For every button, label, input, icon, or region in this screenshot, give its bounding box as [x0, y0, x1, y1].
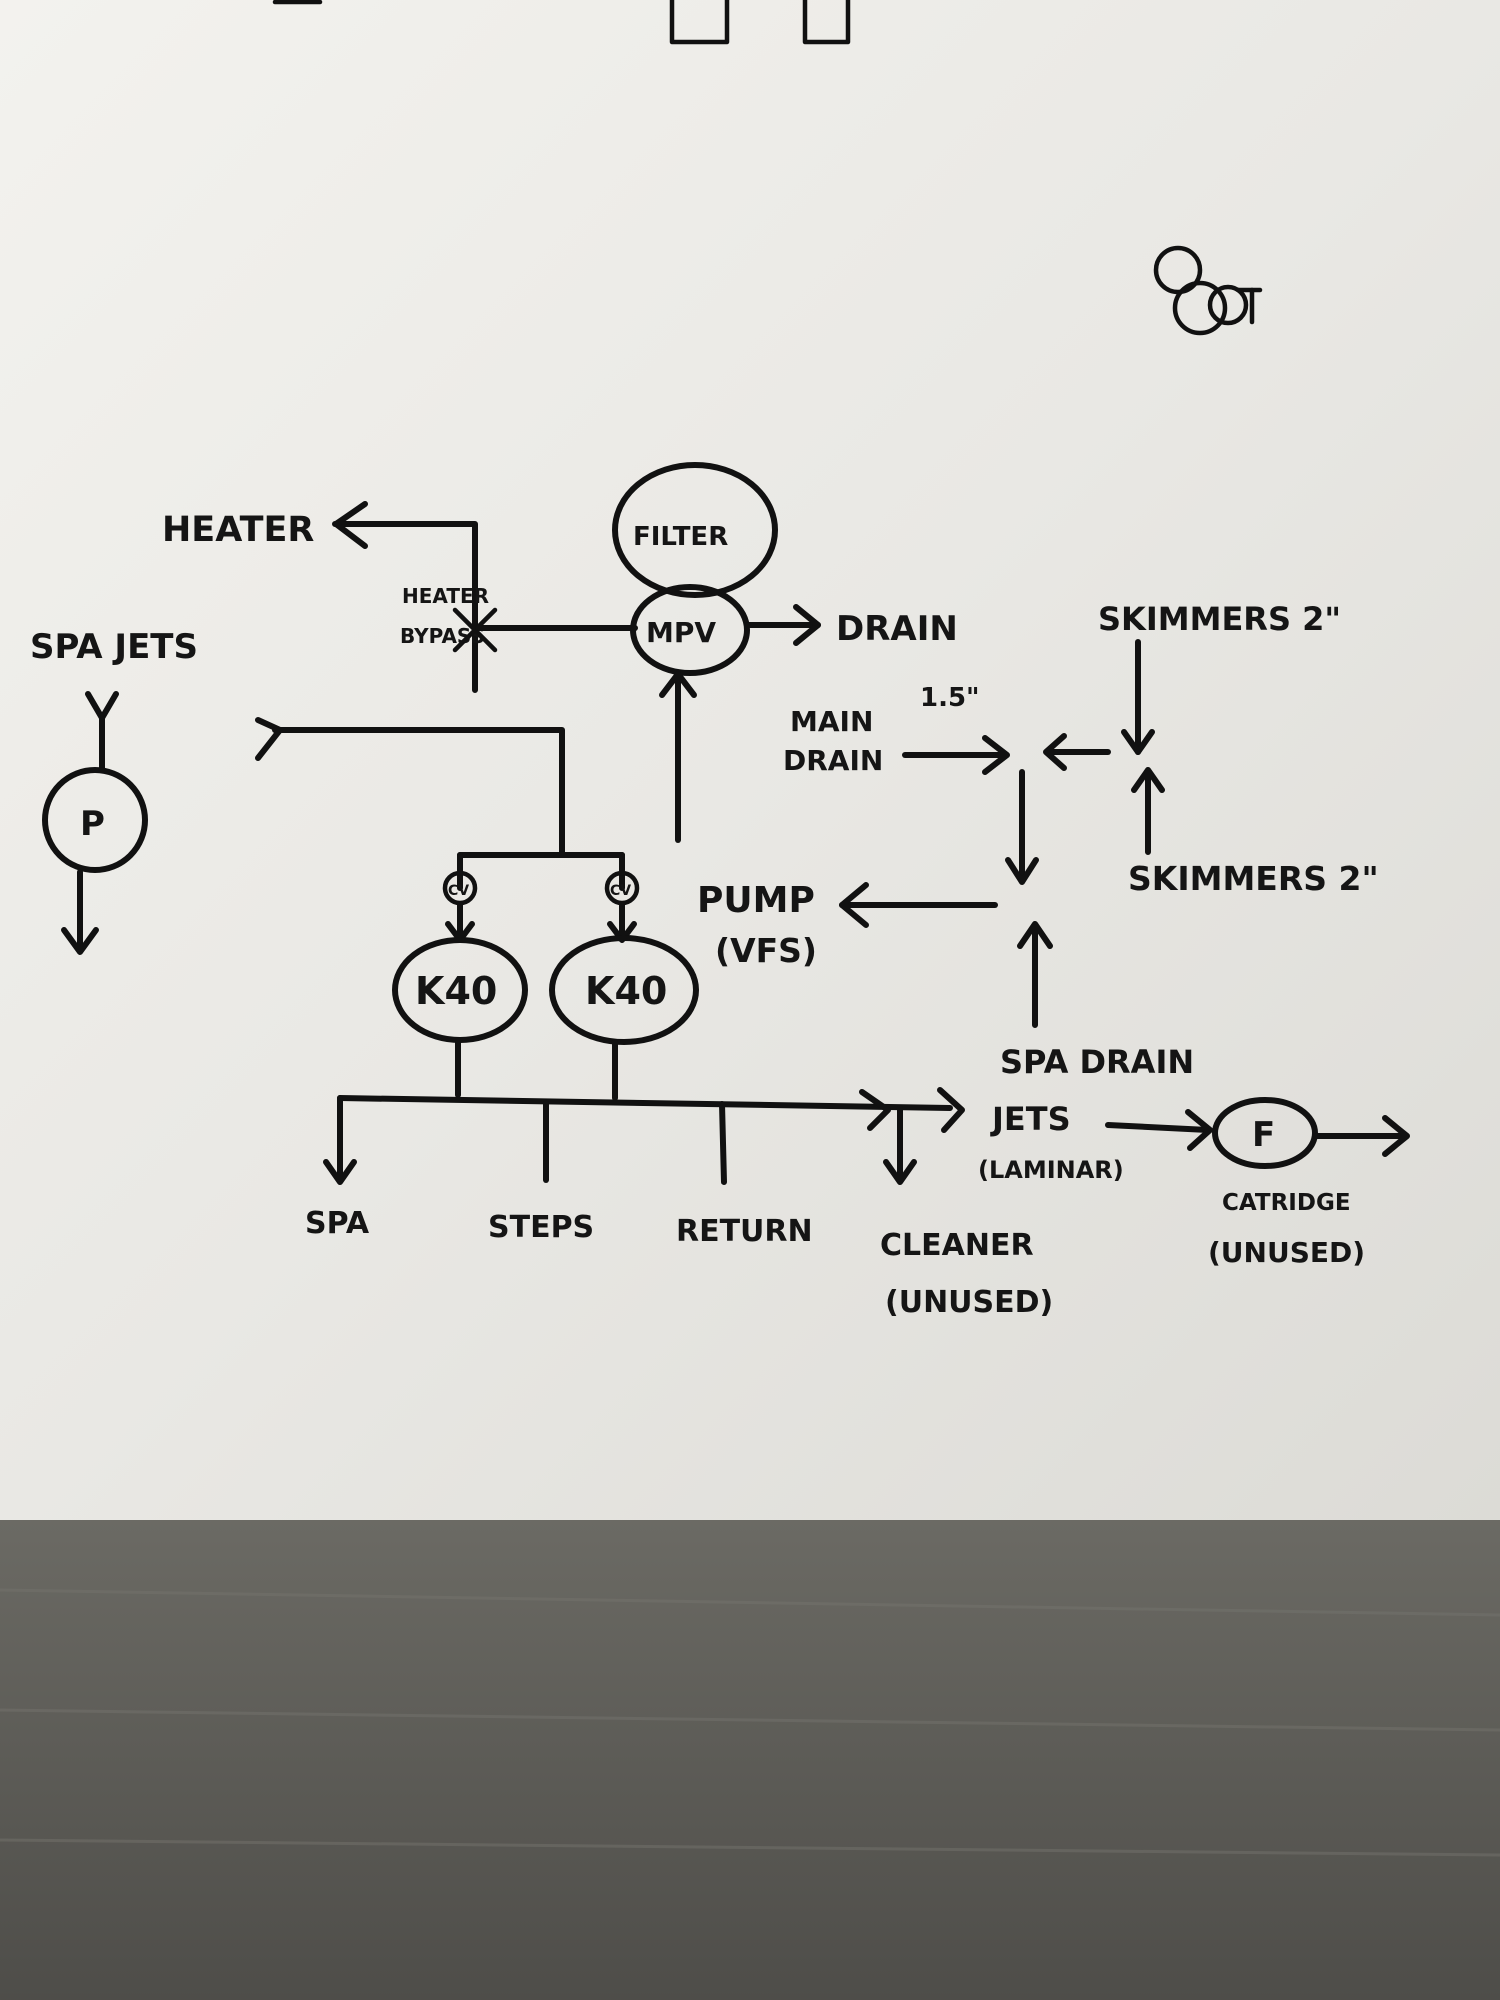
- out-return-label: RETURN: [676, 1214, 813, 1249]
- header-inlet: [255, 717, 283, 761]
- spa-return-arrow: [323, 1095, 357, 1185]
- return-line: [719, 1101, 727, 1185]
- skimmer-feed-arrow: [1043, 733, 1067, 771]
- mpv-label: MPV: [646, 616, 716, 649]
- mpv-inlet-arrow: [659, 671, 697, 698]
- k40-left-label: K40: [415, 969, 497, 1013]
- out-cleaner-label: CLEANER: [880, 1228, 1034, 1263]
- valve-left-arrow: [445, 901, 475, 943]
- cartridge-label: CATRIDGE: [1222, 1190, 1351, 1216]
- k40-outlets: [455, 1037, 618, 1101]
- bypass-valve-x: [452, 607, 498, 653]
- jets-to-cartridge-pipe: [1105, 1122, 1211, 1133]
- spa-pump-outlet-arrow: [61, 927, 99, 955]
- main-drain-arrow: [982, 735, 1010, 775]
- doodle-scribble: [1153, 245, 1263, 336]
- laminar-label: (LAMINAR): [978, 1156, 1124, 1184]
- mpv-valve: [630, 584, 750, 676]
- spa-pump-circle: [42, 767, 148, 873]
- k40-right-tank: [549, 935, 699, 1045]
- valve-left-label: CV: [448, 883, 469, 899]
- cartridge-circle: [1212, 1097, 1318, 1169]
- pump-vfs-label: (VFS): [715, 931, 817, 970]
- top-scribble: [272, 0, 851, 45]
- junction-down-arrow: [1005, 857, 1039, 885]
- filter-label: FILTER: [633, 522, 728, 552]
- spa-drain-arrow: [1017, 921, 1053, 1028]
- valve-right-label: CV: [610, 883, 631, 899]
- main-size-label: 1.5": [920, 683, 980, 713]
- out-cleaner-unused-label: (UNUSED): [885, 1285, 1053, 1320]
- main-drain-label: DRAIN: [783, 744, 883, 777]
- valve-right-arrow: [607, 901, 637, 943]
- skimmer-top-arrow: [1121, 729, 1155, 755]
- cartridge-outlet-arrow: [1382, 1115, 1410, 1157]
- valve-drops: [457, 852, 625, 891]
- pump-label: PUMP: [697, 880, 815, 921]
- filter-tank: [612, 462, 778, 598]
- main-label: MAIN: [790, 705, 873, 738]
- header-pipe: [272, 727, 565, 858]
- return-manifold: [337, 1095, 953, 1111]
- heater-bypass-label-1: HEATER: [402, 584, 489, 608]
- jets-label: JETS: [990, 1100, 1071, 1138]
- drain-label: DRAIN: [836, 609, 958, 649]
- skimmers-bottom-label: SKIMMERS 2": [1128, 859, 1379, 898]
- heater-arrow: [333, 501, 368, 549]
- wood-table: [0, 1520, 1500, 2000]
- out-steps-label: STEPS: [488, 1210, 594, 1245]
- cartridge-unused-label: (UNUSED): [1208, 1236, 1365, 1269]
- pump-suction-arrow: [839, 882, 869, 928]
- drain-arrow: [793, 604, 821, 646]
- k40-right-label: K40: [585, 969, 667, 1013]
- spa-jets-label: SPA JETS: [30, 627, 198, 667]
- spa-jets-intake: [85, 691, 119, 773]
- cleaner-arrow: [883, 1105, 917, 1185]
- paper-sheet: [0, 0, 1500, 1525]
- spa-drain-label: SPA DRAIN: [1000, 1043, 1194, 1081]
- plumbing-diagram: HEATER HEATER BYPASS FILTER MPV DRAIN SK…: [30, 0, 1410, 1320]
- heater-pipe: [332, 521, 478, 693]
- heater-label: HEATER: [162, 510, 314, 550]
- cartridge-f-label: F: [1252, 1115, 1275, 1155]
- skimmer-bottom-arrow: [1131, 767, 1165, 855]
- jets-to-cartridge-arrow: [1185, 1109, 1213, 1151]
- spa-pump-label: P: [80, 804, 105, 844]
- skimmers-top-label: SKIMMERS 2": [1098, 600, 1341, 638]
- manifold-arrow-1: [859, 1089, 891, 1131]
- manifold-arrow-2: [937, 1087, 965, 1133]
- out-spa-label: SPA: [305, 1206, 370, 1241]
